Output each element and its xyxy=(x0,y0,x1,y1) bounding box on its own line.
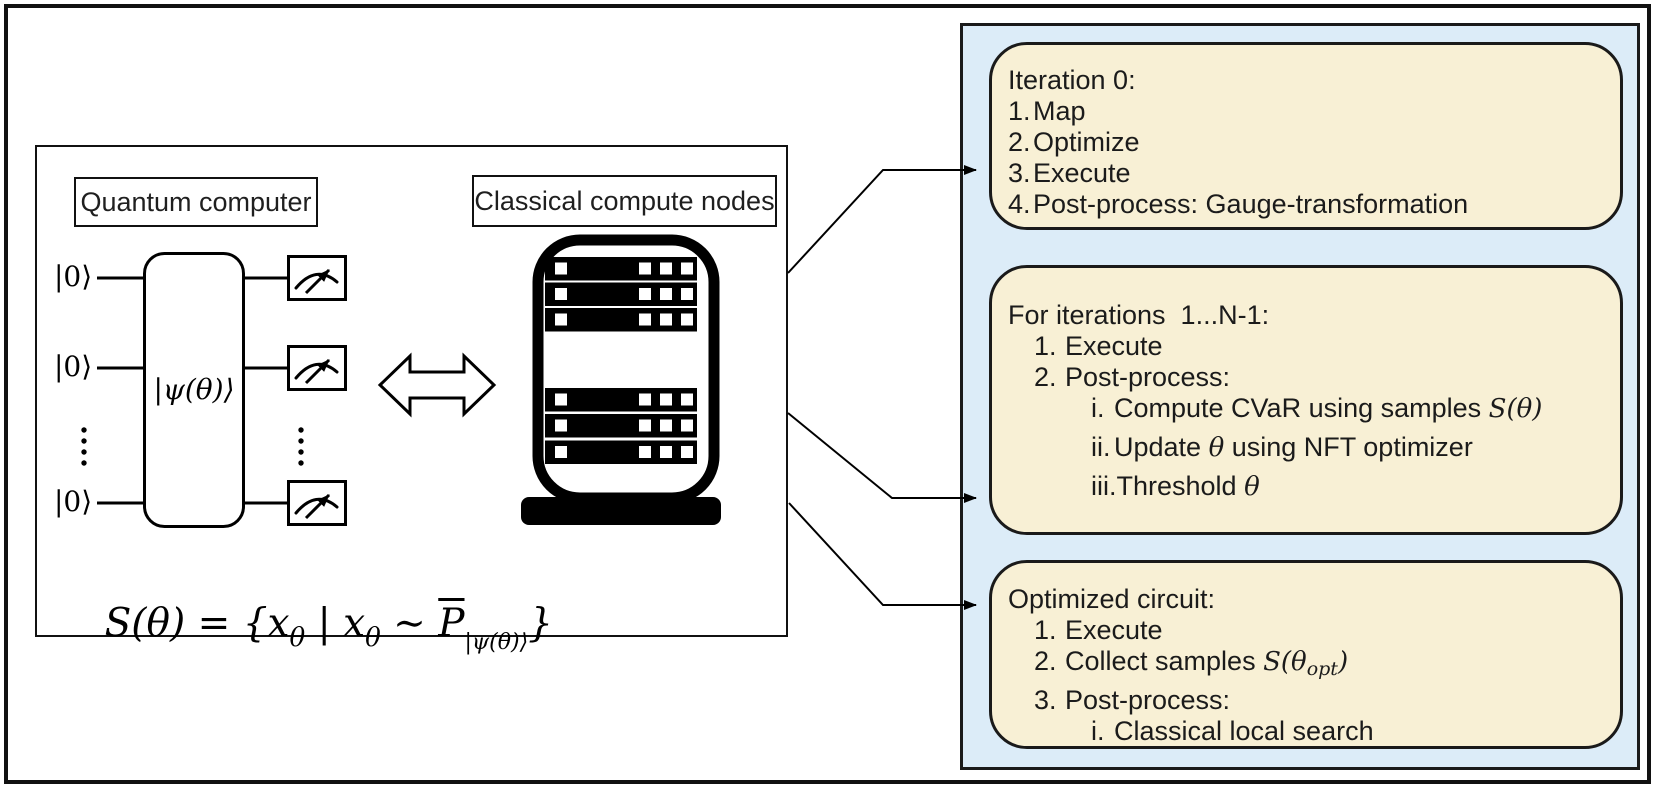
iteration-loop-box: For iterations 1...N-1: 1. Execute 2. Post… xyxy=(989,265,1623,535)
list-text: Map xyxy=(1033,96,1086,126)
list-marker: 3. xyxy=(1034,685,1057,715)
list-text: Update xyxy=(1114,432,1209,462)
list-line: 1. Execute xyxy=(1034,615,1602,646)
list-line: For iterations 1...N-1: xyxy=(1008,300,1602,331)
formula-part: ∼ xyxy=(380,601,439,646)
list-line: Optimized circuit: xyxy=(1008,584,1602,615)
list-text: Optimized circuit: xyxy=(1008,584,1216,614)
list-line: i. Classical local search xyxy=(1091,716,1602,747)
list-marker: ii. xyxy=(1091,432,1111,462)
list-text: Post-process: xyxy=(1065,685,1231,715)
classical-nodes-label-box: Classical compute nodes xyxy=(472,175,777,227)
list-line: 2. Post-process: xyxy=(1034,362,1602,393)
list-line: ii.Update θ using NFT optimizer xyxy=(1091,432,1602,471)
list-marker: iii. xyxy=(1091,471,1117,501)
list-text: using NFT optimizer xyxy=(1224,432,1473,462)
classical-nodes-label: Classical compute nodes xyxy=(474,185,775,216)
list-text: For iterations 1...N-1: xyxy=(1008,300,1270,330)
list-line: Iteration 0: xyxy=(1008,65,1602,96)
qubit-ket-label: |0⟩ xyxy=(54,350,93,383)
list-text: Compute CVaR using samples xyxy=(1114,393,1489,423)
list-text: Post-process: Gauge-transformation xyxy=(1033,189,1469,219)
list-line: 3.Execute xyxy=(1008,158,1602,189)
list-text: Execute xyxy=(1065,615,1163,645)
optimized-circuit-box: Optimized circuit: 1. Execute 2. Collect s… xyxy=(989,560,1623,749)
list-text: Post-process: xyxy=(1065,362,1231,392)
list-line: 2. Collect samples S(θopt) xyxy=(1034,646,1602,685)
math-inline: θ xyxy=(1208,433,1225,463)
list-text: Iteration 0: xyxy=(1008,65,1136,95)
formula-part: } xyxy=(528,601,553,646)
list-marker: i. xyxy=(1091,393,1105,423)
formula-subscript: θ xyxy=(365,623,381,653)
list-marker: 1. xyxy=(1034,615,1057,645)
math-inline: θ xyxy=(1244,472,1260,502)
list-marker: 3. xyxy=(1008,158,1031,188)
list-text: Optimize xyxy=(1033,127,1140,157)
list-marker: 1. xyxy=(1008,96,1031,126)
quantum-computer-label-box: Quantum computer xyxy=(74,177,318,227)
ansatz-state-label: |ψ(θ)⟩ xyxy=(153,373,235,406)
math-inline: S(θ) xyxy=(1488,394,1543,424)
math-inline: ) xyxy=(1337,647,1349,677)
list-text: Threshold xyxy=(1116,471,1245,501)
math-subscript: opt xyxy=(1306,658,1338,680)
formula-part: S(θ) = {x xyxy=(104,601,290,646)
workflow-panel: Iteration 0: 1.Map 2.Optimize 3.Execute … xyxy=(960,23,1640,770)
formula-part: | x xyxy=(305,601,366,646)
list-marker: 2. xyxy=(1034,362,1057,392)
list-line: 2.Optimize xyxy=(1008,127,1602,158)
list-text: Collect samples xyxy=(1065,646,1264,676)
list-marker: 2. xyxy=(1034,646,1057,676)
iteration0-box: Iteration 0: 1.Map 2.Optimize 3.Execute … xyxy=(989,42,1623,230)
list-line: 3. Post-process: xyxy=(1034,685,1602,716)
list-marker: 2. xyxy=(1008,127,1031,157)
qubit-ket-label: |0⟩ xyxy=(54,260,93,293)
outer-frame xyxy=(4,4,1651,784)
list-text: Execute xyxy=(1033,158,1131,188)
list-line: 4.Post-process: Gauge-transformation xyxy=(1008,189,1602,220)
list-line: i. Compute CVaR using samples S(θ) xyxy=(1091,393,1602,432)
list-text: Execute xyxy=(1065,331,1163,361)
formula-subscript: θ xyxy=(289,623,306,653)
list-text: Classical local search xyxy=(1114,716,1374,746)
qubit-ket-label: |0⟩ xyxy=(54,485,93,518)
list-marker: 4. xyxy=(1008,189,1031,219)
list-marker: 1. xyxy=(1034,331,1057,361)
sampling-formula: S(θ) = {xθ | xθ ∼ P|ψ(θ)⟩} xyxy=(55,556,553,700)
formula-subscript: |ψ(θ)⟩ xyxy=(464,630,529,655)
list-line: 1.Map xyxy=(1008,96,1602,127)
quantum-computer-label: Quantum computer xyxy=(80,186,312,217)
formula-pbar: P xyxy=(438,601,465,646)
list-line: iii.Threshold θ xyxy=(1091,471,1602,510)
list-marker: i. xyxy=(1091,716,1105,746)
list-line: 1. Execute xyxy=(1034,331,1602,362)
math-inline: S(θ xyxy=(1263,647,1307,677)
